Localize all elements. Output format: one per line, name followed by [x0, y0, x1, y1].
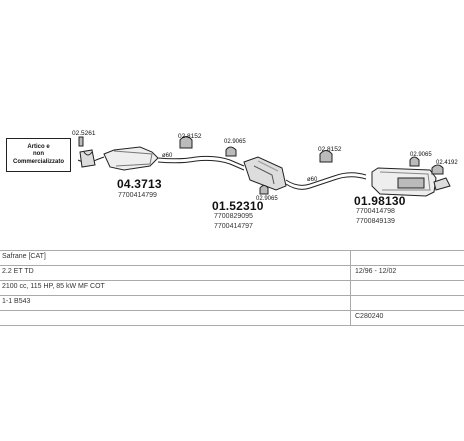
middle-silencer — [243, 156, 287, 191]
vehicle-type: 1-1 B543 — [2, 298, 31, 305]
production-years: 12/96 - 12/02 — [355, 268, 397, 275]
middle-pipe-inlet-b — [195, 159, 245, 171]
part-label-02-9065-c: 02.9065 — [410, 152, 432, 158]
middle-pipe-outlet — [285, 172, 367, 186]
clamp-1 — [225, 146, 237, 157]
diameter-label-1: ø60 — [162, 153, 173, 159]
vehicle-info-table — [0, 250, 464, 251]
part-label-02-8152-b: 02.8152 — [318, 146, 342, 153]
hanger-1 — [78, 136, 84, 147]
part-label-02-9065-a: 02.9065 — [224, 139, 246, 145]
engine-name: 2.2 ET TD — [2, 268, 34, 275]
engine-spec: 2100 cc, 115 HP, 85 kW MF COT — [2, 283, 105, 290]
tail-pipe — [433, 177, 451, 191]
hanger-3 — [319, 150, 333, 163]
not-sold-note: Artico e non Commercializzato — [6, 138, 71, 172]
middle-pipe-outlet-b — [285, 176, 367, 190]
info-row-catalog: C280240 — [0, 310, 464, 326]
catalog-code: C280240 — [355, 313, 384, 320]
clamp-2 — [259, 185, 269, 195]
note-line-3: Commercializzato — [12, 158, 64, 165]
part-label-02-5261: 02.5261 — [72, 130, 96, 137]
part-code-01-52310: 01.52310 — [212, 199, 264, 213]
oem-number-7700849139: 7700849139 — [356, 218, 395, 225]
part-label-02-8152-a: 02.8152 — [178, 133, 202, 140]
diameter-label-2: ø60 — [307, 177, 318, 183]
info-row-model: Safrane [CAT] — [0, 250, 464, 266]
clamp-3 — [409, 156, 420, 167]
part-code-04-3713: 04.3713 — [117, 177, 162, 191]
hanger-4 — [431, 164, 444, 175]
info-row-engine: 2.2 ET TD 12/96 - 12/02 — [0, 265, 464, 281]
rear-silencer-shade — [397, 177, 425, 189]
info-row-type: 1-1 B543 — [0, 295, 464, 311]
oem-number-7700414798: 7700414798 — [356, 208, 395, 215]
cat-outlet-pipe-b — [157, 160, 197, 164]
note-line-1: Artico e — [27, 143, 50, 150]
oem-number-7700414797: 7700414797 — [214, 223, 253, 230]
cat-outlet-pipe — [157, 156, 197, 160]
exhaust-drawing — [77, 136, 451, 197]
table-divider — [350, 250, 351, 325]
part-label-02-4192: 02.4192 — [436, 160, 458, 166]
part-code-01-98130: 01.98130 — [354, 194, 406, 208]
info-row-spec: 2100 cc, 115 HP, 85 kW MF COT — [0, 280, 464, 296]
oem-number-7700829095: 7700829095 — [214, 213, 253, 220]
front-flange — [79, 149, 96, 168]
oem-number-7700414799: 7700414799 — [118, 192, 157, 199]
note-line-2: non — [33, 151, 44, 158]
gasket-1 — [83, 151, 93, 156]
hanger-2 — [179, 136, 193, 149]
vehicle-model: Safrane [CAT] — [2, 253, 46, 260]
part-label-02-9065-b: 02.9065 — [256, 196, 278, 202]
catalytic-converter — [103, 146, 159, 171]
middle-pipe-inlet — [195, 155, 245, 167]
